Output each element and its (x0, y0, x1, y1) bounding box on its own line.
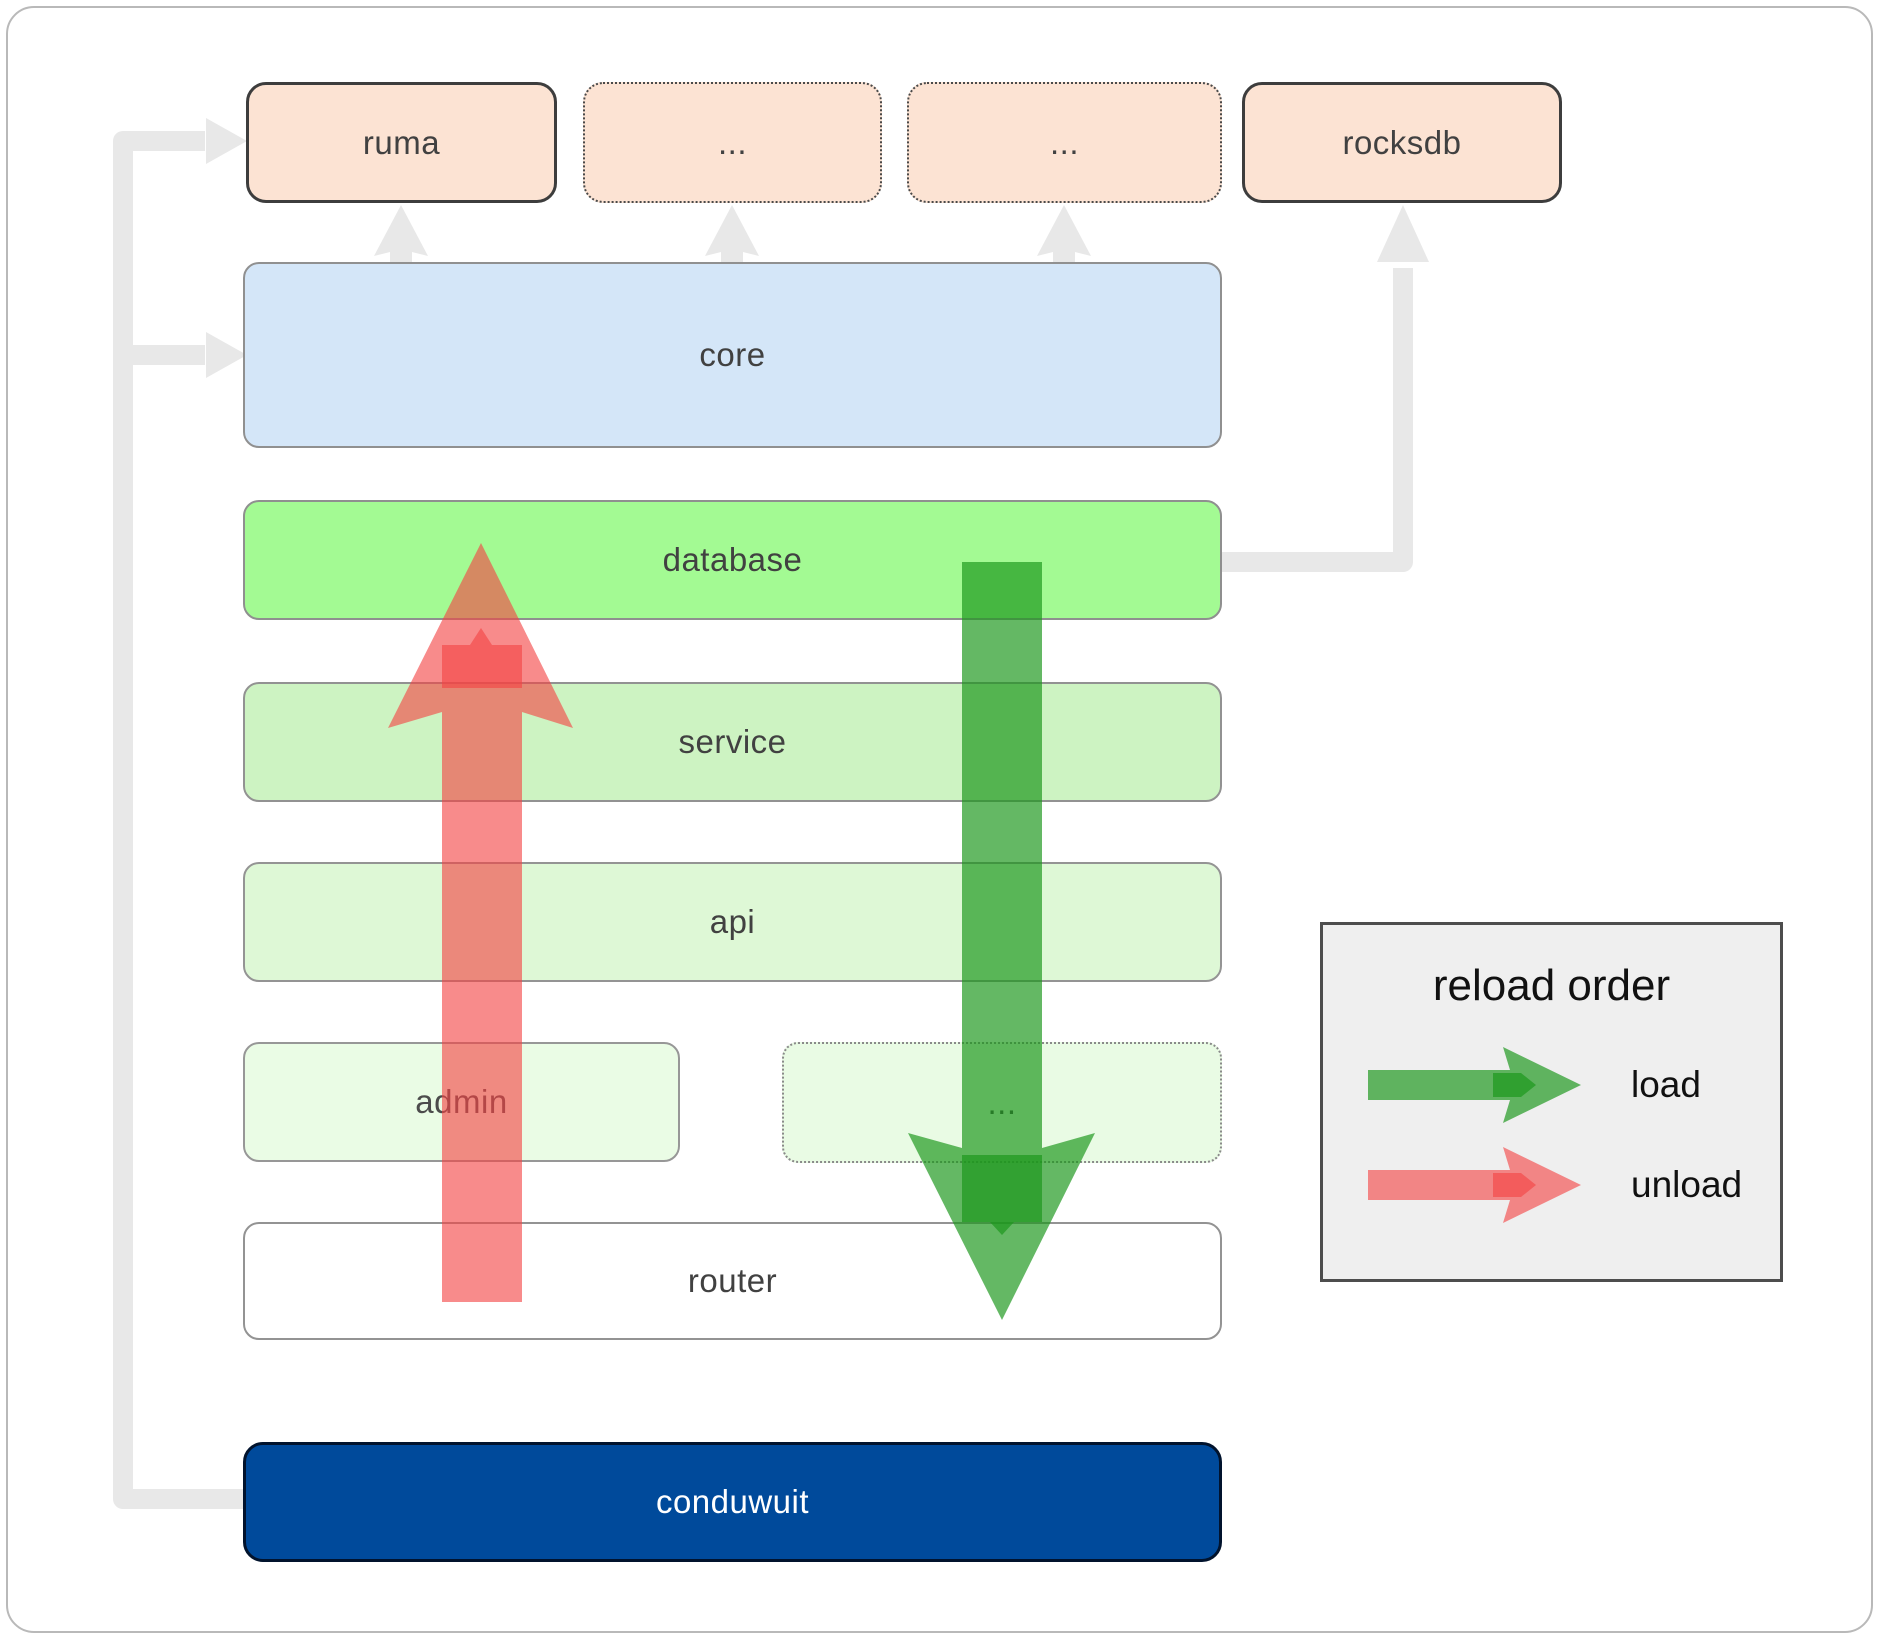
box-dots-1-label: ... (717, 123, 747, 161)
legend-load-label: load (1631, 1064, 1701, 1105)
box-dots-2-label: ... (1049, 123, 1079, 161)
box-core: core (243, 262, 1222, 448)
box-rocksdb: rocksdb (1242, 82, 1562, 203)
box-dots-1: ... (583, 82, 882, 203)
box-rocksdb-label: rocksdb (1342, 123, 1462, 161)
box-admin-dots-label: ... (987, 1083, 1017, 1121)
box-ruma: ruma (246, 82, 557, 203)
box-api: api (243, 862, 1222, 982)
box-api-label: api (709, 903, 756, 940)
box-service-label: service (678, 723, 787, 760)
box-conduwuit: conduwuit (243, 1442, 1222, 1562)
box-admin-dots: ... (782, 1042, 1222, 1163)
box-ruma-label: ruma (362, 123, 441, 161)
legend-unload-label: unload (1631, 1164, 1743, 1205)
box-conduwuit-label: conduwuit (655, 1483, 810, 1520)
legend-row-unload: unload (1353, 1137, 1742, 1233)
box-router-label: router (687, 1262, 778, 1299)
box-core-label: core (699, 336, 766, 373)
legend-title: reload order (1432, 961, 1671, 1010)
box-admin-label: admin (415, 1083, 508, 1120)
load-arrow-icon (1368, 1047, 1581, 1123)
outer-frame (6, 6, 1873, 1633)
box-admin: admin (243, 1042, 680, 1162)
legend-row-load: load (1353, 1037, 1701, 1133)
box-router: router (243, 1222, 1222, 1340)
box-service: service (243, 682, 1222, 802)
legend-reload-order: reload order load unload (1320, 922, 1783, 1282)
box-database: database (243, 500, 1222, 620)
box-database-label: database (662, 541, 803, 578)
unload-arrow-icon (1368, 1147, 1581, 1223)
box-dots-2: ... (907, 82, 1222, 203)
